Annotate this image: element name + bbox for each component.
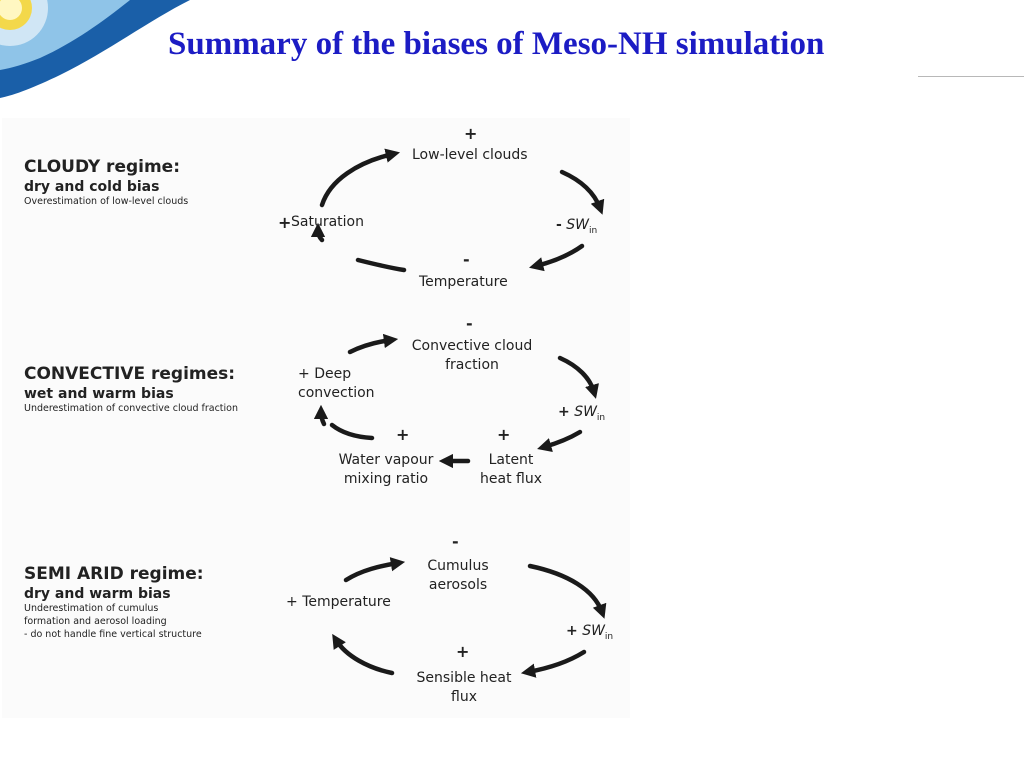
label-line: Deep bbox=[314, 366, 352, 382]
arrow-saturation-to-clouds bbox=[319, 148, 401, 208]
arrow-sw-to-latent bbox=[537, 429, 583, 452]
label-line: mixing ratio bbox=[343, 471, 429, 487]
sw-subscript: in bbox=[604, 631, 614, 642]
arrow-to-saturation bbox=[310, 222, 326, 243]
sign-temperature: - bbox=[463, 250, 470, 269]
sign-water-vapour: + bbox=[396, 425, 410, 444]
node-sensible-heat-flux: Sensible heat flux bbox=[412, 669, 516, 707]
node-sw-in-convective: + SWin bbox=[558, 403, 605, 428]
arrow-deep-convection-to-cloud bbox=[347, 333, 399, 355]
sw-symbol: SW bbox=[582, 623, 605, 639]
arrow-temperature-to-cumulus bbox=[343, 557, 406, 583]
sign-sw-in: + bbox=[566, 623, 578, 639]
node-temperature: Temperature bbox=[419, 274, 508, 290]
regime-detail: Overestimation of low-level clouds bbox=[24, 195, 188, 208]
detail-line: - do not handle fine vertical structure bbox=[24, 629, 202, 640]
sign-sensible-heat: + bbox=[456, 642, 470, 661]
label-line: aerosols bbox=[428, 577, 488, 593]
label-line: Latent bbox=[488, 452, 534, 468]
label-line: Temperature bbox=[302, 594, 391, 610]
label-line: Cumulus bbox=[427, 558, 489, 574]
sw-subscript: in bbox=[596, 412, 606, 423]
regime-name: CLOUDY regime: bbox=[24, 157, 181, 177]
sign-convective-cloud: - bbox=[466, 314, 473, 333]
node-sw-in-semiarid: + SWin bbox=[566, 622, 613, 647]
detail-line: Underestimation of convective cloud frac… bbox=[24, 403, 239, 414]
sign-deep-convection: + bbox=[298, 366, 310, 382]
sw-symbol: SW bbox=[566, 217, 589, 233]
sign-sw-in: + bbox=[558, 404, 570, 420]
sign-sw-in: - bbox=[556, 217, 562, 233]
label-line: flux bbox=[451, 689, 477, 705]
title-underline bbox=[918, 76, 1024, 77]
regime-detail: Underestimation of convective cloud frac… bbox=[24, 402, 238, 415]
label-line: Sensible heat bbox=[416, 670, 512, 686]
slide-title: Summary of the biases of Meso-NH simulat… bbox=[168, 26, 825, 62]
regime-bias: dry and cold bias bbox=[24, 179, 160, 195]
regime-bias: wet and warm bias bbox=[24, 386, 174, 402]
sign-latent-heat: + bbox=[497, 425, 511, 444]
arrow-to-deep-convection bbox=[313, 404, 329, 427]
arrow-vapour-to-deep-convection bbox=[329, 422, 375, 441]
arrow-sw-to-sensible bbox=[520, 649, 587, 678]
arrow-sensible-to-temperature bbox=[332, 633, 395, 676]
node-latent-heat-flux: Latent heat flux bbox=[476, 451, 546, 489]
sw-subscript: in bbox=[589, 225, 598, 236]
arrow-cumulus-to-sw bbox=[527, 563, 607, 619]
logo bbox=[0, 0, 190, 98]
regime-detail: Underestimation of cumulus formation and… bbox=[24, 602, 204, 641]
label-line: fraction bbox=[445, 357, 499, 373]
node-sw-in-cloudy: - SWin bbox=[556, 216, 597, 241]
arrow-clouds-to-sw bbox=[559, 169, 605, 215]
regime-name: CONVECTIVE regimes: bbox=[24, 364, 236, 384]
label-line: Water vapour bbox=[338, 452, 434, 468]
sign-cumulus: - bbox=[452, 532, 459, 551]
regime-bias: dry and warm bias bbox=[24, 586, 171, 602]
node-water-vapour-mixing-ratio: Water vapour mixing ratio bbox=[333, 451, 439, 489]
sign-saturation: + bbox=[278, 213, 292, 232]
node-saturation: Saturation bbox=[291, 214, 364, 230]
label-line: heat flux bbox=[480, 471, 542, 487]
detail-line: Overestimation of low-level clouds bbox=[24, 196, 189, 207]
regime-semiarid-description: SEMI ARID regime: dry and warm bias Unde… bbox=[24, 564, 204, 641]
node-cumulus-aerosols: Cumulus aerosols bbox=[416, 557, 500, 595]
regime-name: SEMI ARID regime: bbox=[24, 564, 204, 584]
detail-line: Underestimation of cumulus bbox=[24, 603, 159, 614]
arrow-sw-to-temperature bbox=[529, 243, 585, 272]
detail-line: formation and aerosol loading bbox=[24, 616, 167, 627]
arrow-cloud-to-sw bbox=[557, 355, 599, 399]
sign-low-level-clouds: + bbox=[464, 124, 478, 143]
node-deep-convection: + Deep convection bbox=[298, 365, 375, 403]
sign-temperature: + bbox=[286, 594, 298, 610]
node-temperature-semiarid: + Temperature bbox=[286, 593, 391, 612]
sw-symbol: SW bbox=[574, 404, 597, 420]
regime-convective-description: CONVECTIVE regimes: wet and warm bias Un… bbox=[24, 364, 238, 415]
arrow-temperature-to-cooling bbox=[355, 257, 407, 273]
label-line: Convective cloud bbox=[411, 338, 533, 354]
label-line: convection bbox=[298, 385, 375, 401]
node-low-level-clouds: Low-level clouds bbox=[412, 147, 528, 163]
regime-cloudy-description: CLOUDY regime: dry and cold bias Overest… bbox=[24, 157, 188, 208]
node-convective-cloud-fraction: Convective cloud fraction bbox=[409, 337, 535, 375]
